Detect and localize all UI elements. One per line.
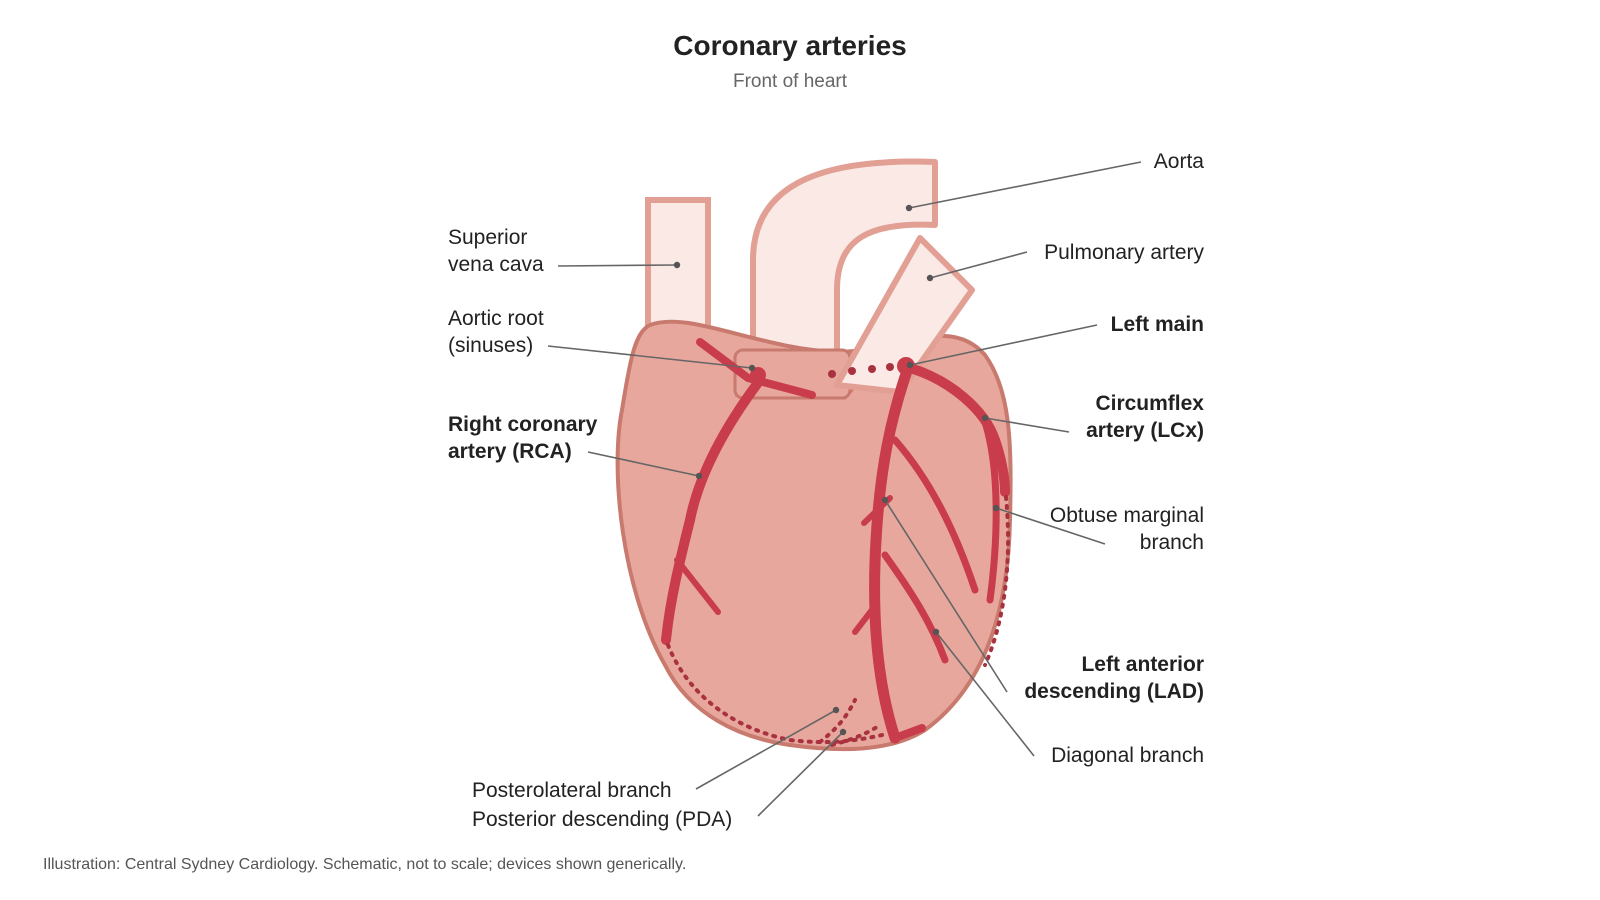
label-aortic-root-line1: Aortic root (448, 307, 544, 330)
left-main-dots (828, 363, 894, 378)
label-rca-line1: Right coronary (448, 413, 598, 436)
label-obtuse-marginal: Obtuse marginal branch (1050, 502, 1204, 556)
rca-proximal (696, 338, 816, 399)
aorta (750, 158, 938, 358)
label-lad-line2: descending (LAD) (1024, 680, 1204, 703)
label-aortic-root: Aortic root (sinuses) (448, 305, 544, 359)
label-circumflex-line1: Circumflex (1095, 392, 1204, 415)
label-circumflex: Circumflex artery (LCx) (1086, 390, 1204, 444)
leader-dots (673, 204, 1000, 736)
label-diagonal-branch: Diagonal branch (1051, 744, 1204, 767)
label-lad-line1: Left anterior (1081, 653, 1204, 676)
label-aortic-root-line2: (sinuses) (448, 334, 534, 357)
label-rca: Right coronary artery (RCA) (448, 411, 597, 465)
diagram-subtitle: Front of heart (732, 71, 848, 92)
diagonal-2 (881, 551, 949, 664)
lad-tip (891, 724, 926, 742)
diagonal-4 (852, 603, 878, 635)
label-obtuse-marginal-line2: branch (1139, 531, 1204, 554)
footer-credit: Illustration: Central Sydney Cardiology.… (43, 856, 687, 873)
lcx-vessel (905, 363, 1010, 497)
rca-vessel (661, 375, 765, 645)
diagonal-1 (891, 436, 979, 594)
coronary-arteries (661, 338, 1010, 744)
leader-lines (547, 161, 1142, 817)
label-left-main: Left main (1110, 313, 1204, 336)
label-aorta: Aorta (1153, 150, 1204, 173)
hidden-vessels (828, 363, 894, 378)
label-svc-line2: vena cava (448, 253, 544, 276)
label-pulmonary-artery: Pulmonary artery (1044, 241, 1204, 264)
label-svc-line1: Superior (448, 226, 528, 249)
label-obtuse-marginal-line1: Obtuse marginal (1049, 504, 1204, 527)
label-lad: Left anterior descending (LAD) (1024, 651, 1204, 705)
label-circumflex-line2: artery (LCx) (1086, 419, 1204, 442)
label-rca-line2: artery (RCA) (448, 440, 572, 463)
diagram-title: Coronary arteries (673, 30, 907, 61)
lad-vessel (869, 362, 914, 744)
label-superior-vena-cava: Superior vena cava (448, 224, 544, 278)
label-posterolateral-branch: Posterolateral branch (472, 779, 672, 802)
label-pda: Posterior descending (PDA) (472, 808, 733, 831)
rca-branch (674, 557, 721, 615)
